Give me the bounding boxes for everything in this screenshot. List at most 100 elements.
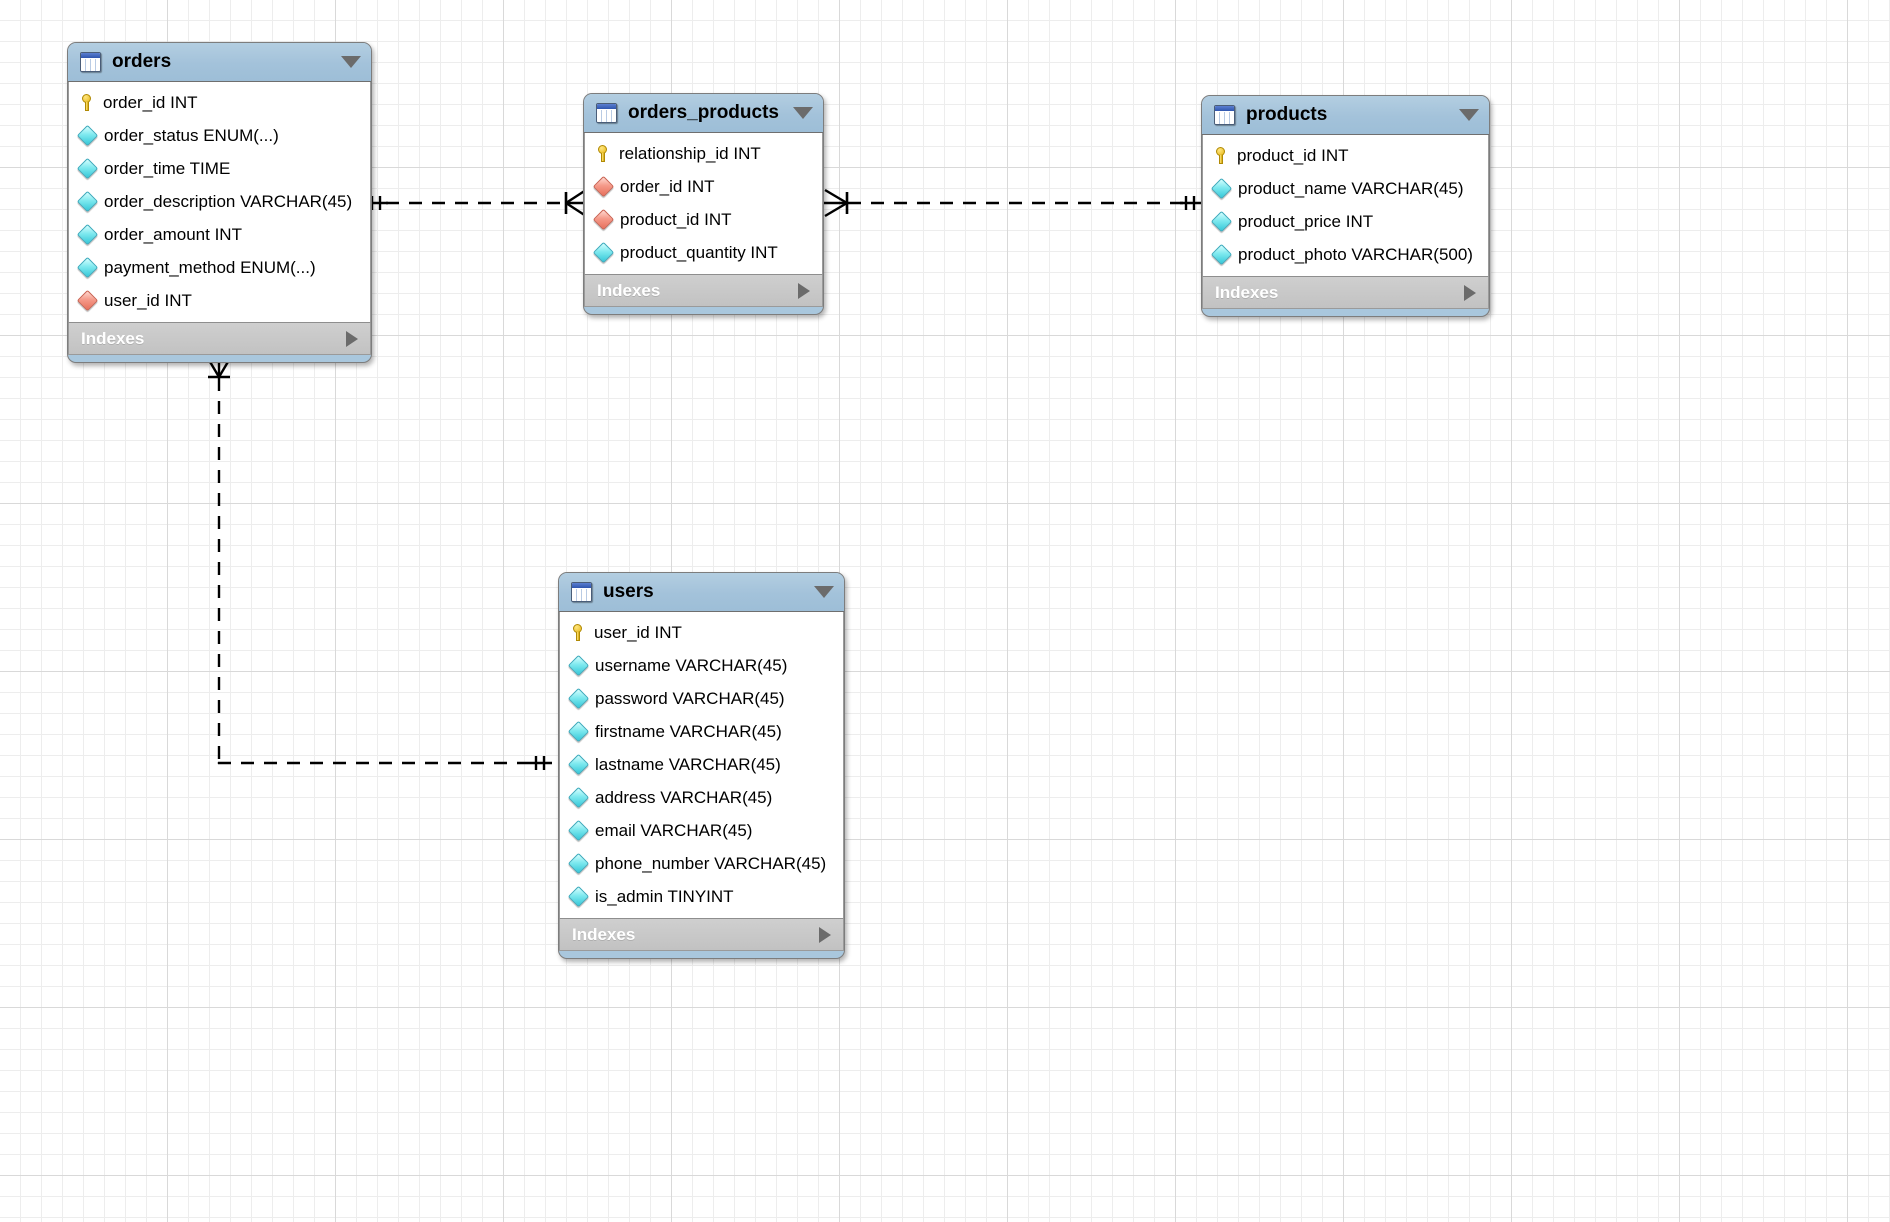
- column-row[interactable]: password VARCHAR(45): [560, 682, 843, 715]
- column-row[interactable]: is_admin TINYINT: [560, 880, 843, 913]
- diamond-icon: [1210, 177, 1233, 200]
- indexes-label: Indexes: [81, 328, 145, 348]
- column-label: order_id INT: [620, 176, 715, 196]
- table-orders[interactable]: orders order_id INT order_status ENUM(..…: [67, 42, 372, 363]
- column-row[interactable]: order_amount INT: [69, 218, 370, 251]
- chevron-right-icon[interactable]: [346, 330, 358, 347]
- diamond-icon: [76, 223, 99, 246]
- table-icon: [596, 103, 617, 123]
- column-label: phone_number VARCHAR(45): [595, 853, 827, 873]
- column-row[interactable]: product_price INT: [1203, 205, 1488, 238]
- column-row[interactable]: product_quantity INT: [585, 236, 822, 269]
- column-label: user_id INT: [594, 622, 682, 642]
- column-label: lastname VARCHAR(45): [595, 754, 781, 774]
- table-icon: [571, 582, 592, 602]
- table-users[interactable]: users user_id INT username VARCHAR(45) p…: [558, 572, 845, 959]
- diamond-icon: [76, 157, 99, 180]
- column-row[interactable]: user_id INT: [560, 616, 843, 649]
- column-label: product_quantity INT: [620, 242, 778, 262]
- chevron-down-icon[interactable]: [814, 586, 834, 598]
- indexes-section-orders_products[interactable]: Indexes: [584, 274, 823, 307]
- column-row[interactable]: relationship_id INT: [585, 137, 822, 170]
- diamond-icon: [567, 720, 590, 743]
- column-row[interactable]: username VARCHAR(45): [560, 649, 843, 682]
- key-icon: [80, 94, 94, 111]
- column-label: product_name VARCHAR(45): [1238, 178, 1464, 198]
- chevron-down-icon[interactable]: [1459, 109, 1479, 121]
- table-columns-products: product_id INT product_name VARCHAR(45) …: [1202, 135, 1489, 276]
- key-icon: [571, 624, 585, 641]
- column-label: email VARCHAR(45): [595, 820, 753, 840]
- column-row[interactable]: address VARCHAR(45): [560, 781, 843, 814]
- indexes-section-orders[interactable]: Indexes: [68, 322, 371, 355]
- column-label: order_description VARCHAR(45): [104, 191, 353, 211]
- column-row[interactable]: product_id INT: [1203, 139, 1488, 172]
- chevron-right-icon[interactable]: [1464, 284, 1476, 301]
- relationship-orders-users[interactable]: [196, 352, 566, 777]
- diamond-icon: [567, 753, 590, 776]
- table-icon: [80, 52, 101, 72]
- diamond-icon: [567, 819, 590, 842]
- column-label: address VARCHAR(45): [595, 787, 773, 807]
- column-row[interactable]: order_description VARCHAR(45): [69, 185, 370, 218]
- column-row[interactable]: payment_method ENUM(...): [69, 251, 370, 284]
- column-label: username VARCHAR(45): [595, 655, 788, 675]
- column-label: order_status ENUM(...): [104, 125, 279, 145]
- column-row[interactable]: phone_number VARCHAR(45): [560, 847, 843, 880]
- diamond-icon: [567, 654, 590, 677]
- table-header-orders[interactable]: orders: [68, 43, 371, 82]
- chevron-down-icon[interactable]: [341, 56, 361, 68]
- indexes-label: Indexes: [572, 924, 636, 944]
- chevron-right-icon[interactable]: [819, 926, 831, 943]
- column-row[interactable]: order_time TIME: [69, 152, 370, 185]
- table-products[interactable]: products product_id INT product_name VAR…: [1201, 95, 1490, 317]
- diamond-icon: [1210, 243, 1233, 266]
- column-row[interactable]: product_name VARCHAR(45): [1203, 172, 1488, 205]
- table-title: products: [1246, 104, 1328, 125]
- column-label: firstname VARCHAR(45): [595, 721, 782, 741]
- table-header-users[interactable]: users: [559, 573, 844, 612]
- column-label: product_id INT: [1237, 145, 1349, 165]
- diamond-icon: [1210, 210, 1233, 233]
- table-columns-orders: order_id INT order_status ENUM(...) orde…: [68, 82, 371, 322]
- key-icon: [596, 145, 610, 162]
- table-title: orders_products: [628, 102, 779, 123]
- table-title: users: [603, 581, 654, 602]
- red-diamond-icon: [76, 289, 99, 312]
- diamond-icon: [567, 786, 590, 809]
- column-row[interactable]: lastname VARCHAR(45): [560, 748, 843, 781]
- indexes-section-users[interactable]: Indexes: [559, 918, 844, 951]
- relationship-orders_products-products[interactable]: [820, 180, 1205, 225]
- diamond-icon: [567, 852, 590, 875]
- table-title: orders: [112, 51, 172, 72]
- column-row[interactable]: order_status ENUM(...): [69, 119, 370, 152]
- key-icon: [1214, 147, 1228, 164]
- indexes-label: Indexes: [1215, 282, 1279, 302]
- column-row[interactable]: user_id INT: [69, 284, 370, 317]
- column-label: product_id INT: [620, 209, 732, 229]
- column-row[interactable]: product_id INT: [585, 203, 822, 236]
- column-row[interactable]: product_photo VARCHAR(500): [1203, 238, 1488, 271]
- table-columns-users: user_id INT username VARCHAR(45) passwor…: [559, 612, 844, 918]
- chevron-down-icon[interactable]: [793, 107, 813, 119]
- table-columns-orders_products: relationship_id INT order_id INT product…: [584, 133, 823, 274]
- column-row[interactable]: firstname VARCHAR(45): [560, 715, 843, 748]
- column-label: password VARCHAR(45): [595, 688, 785, 708]
- table-header-products[interactable]: products: [1202, 96, 1489, 135]
- red-diamond-icon: [592, 208, 615, 231]
- column-label: order_amount INT: [104, 224, 242, 244]
- column-row[interactable]: order_id INT: [69, 86, 370, 119]
- column-label: user_id INT: [104, 290, 192, 310]
- column-row[interactable]: order_id INT: [585, 170, 822, 203]
- table-header-orders_products[interactable]: orders_products: [584, 94, 823, 133]
- column-label: is_admin TINYINT: [595, 886, 734, 906]
- chevron-right-icon[interactable]: [798, 282, 810, 299]
- relationship-orders-orders_products[interactable]: [370, 180, 590, 225]
- diamond-icon: [592, 241, 615, 264]
- indexes-section-products[interactable]: Indexes: [1202, 276, 1489, 309]
- diamond-icon: [567, 687, 590, 710]
- table-orders_products[interactable]: orders_products relationship_id INT orde…: [583, 93, 824, 315]
- diamond-icon: [567, 885, 590, 908]
- column-row[interactable]: email VARCHAR(45): [560, 814, 843, 847]
